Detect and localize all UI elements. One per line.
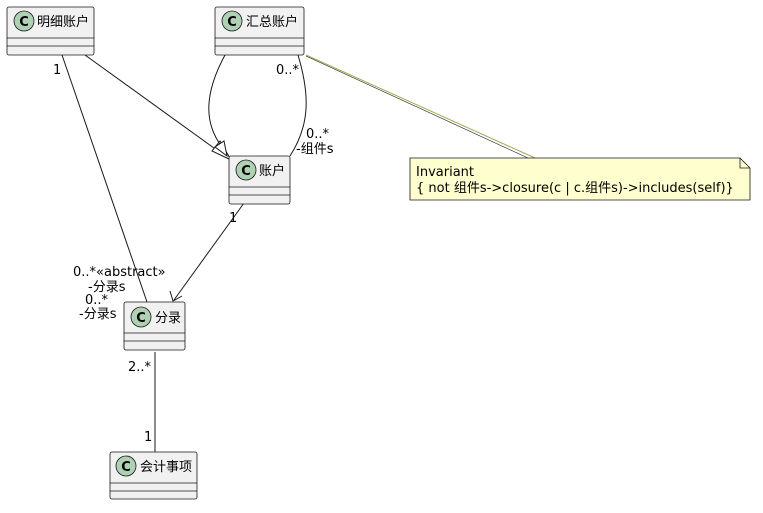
class-name: 会计事项 — [140, 460, 192, 475]
mult-mingxi: 1 — [53, 63, 61, 78]
edge-mingxi-fenlu — [61, 54, 148, 303]
class-zhanghu[interactable]: C 账户 — [228, 155, 291, 205]
mult-zhanghu-self: 0..* — [306, 127, 330, 142]
class-icon-letter: C — [19, 15, 29, 30]
note-line-2: { not 组件s->closure(c | c.组件s)->includes(… — [416, 181, 734, 196]
mult-fenlu-3: 2..* — [128, 360, 152, 375]
class-icon — [130, 306, 152, 328]
role-zhanghu-self: -组件s — [296, 142, 334, 157]
note-line-1: Invariant — [416, 165, 474, 180]
mult-zhanghu: 1 — [229, 211, 237, 226]
generalization-arrowhead-2 — [214, 140, 228, 158]
class-name: 账户 — [259, 163, 285, 179]
role-fenlu-1: -分录s — [88, 280, 126, 295]
class-icon-letter: C — [136, 311, 146, 326]
class-name: 汇总账户 — [246, 14, 298, 30]
class-icon-letter: C — [121, 460, 131, 475]
class-mingxi[interactable]: C 明细账户 — [6, 6, 95, 56]
mult-fenlu-2: 0..* — [85, 293, 109, 308]
edge-huizong-zhanghu — [208, 54, 226, 148]
class-icon — [235, 159, 257, 181]
class-icon — [115, 455, 137, 477]
class-huizong[interactable]: C 汇总账户 — [214, 6, 305, 56]
edge-zhanghu-fenlu — [173, 202, 245, 301]
invariant-note[interactable]: Invariant { not 组件s->closure(c | c.组件s)-… — [409, 157, 751, 201]
class-kuaiji[interactable]: C 会计事项 — [109, 451, 198, 500]
edge-mingxi-zhanghu — [84, 54, 226, 157]
class-icon — [221, 10, 243, 32]
note-connector-b — [305, 55, 529, 159]
fenlu-abstract-label: 0..*«abstract» — [73, 265, 166, 280]
navigation-arrowhead — [169, 290, 183, 302]
class-name: 分录 — [155, 311, 181, 326]
role-fenlu-2: -分录s — [79, 307, 117, 322]
mult-huizong: 0..* — [276, 63, 300, 78]
class-icon-letter: C — [241, 164, 251, 179]
mult-kuaiji: 1 — [144, 430, 152, 445]
class-name: 明细账户 — [37, 14, 89, 30]
note-connector-a — [305, 54, 536, 159]
class-icon-letter: C — [227, 15, 237, 30]
edge-huizong-components — [289, 54, 307, 157]
class-icon — [13, 10, 35, 32]
class-fenlu[interactable]: C 分录 — [123, 301, 186, 351]
